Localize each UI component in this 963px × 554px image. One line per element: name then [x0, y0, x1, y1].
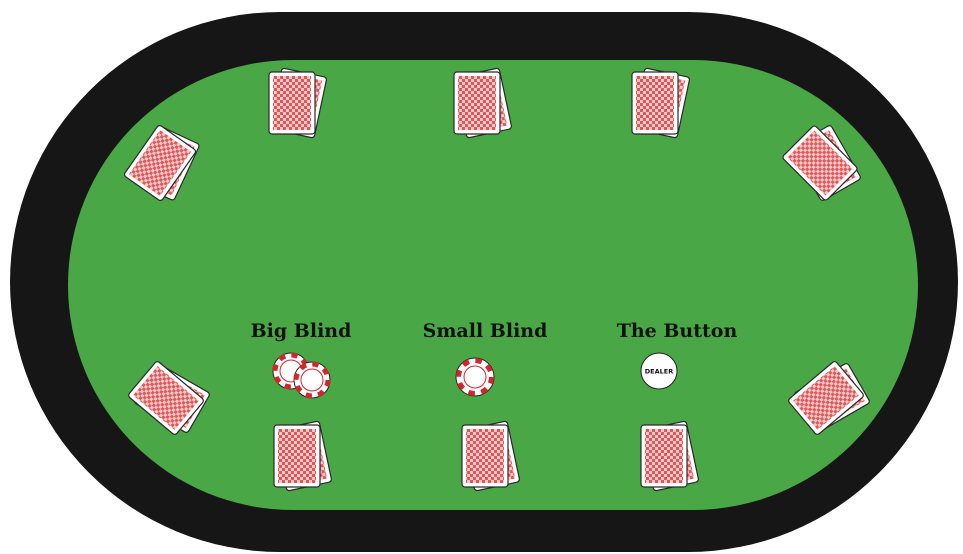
card-front — [462, 425, 508, 487]
card-front — [454, 72, 500, 134]
small-blind-label: Small Blind — [423, 320, 548, 342]
big-blind-chip-front — [294, 362, 330, 398]
card-front — [641, 425, 687, 487]
big-blind-label: Big Blind — [251, 320, 352, 342]
the-button-label: The Button — [617, 320, 738, 342]
dealer-button-text: DEALER — [645, 368, 673, 376]
card-front — [632, 72, 678, 134]
dealer-button: DEALER — [641, 353, 677, 389]
small-blind-chip — [456, 358, 494, 396]
card-front — [274, 425, 320, 487]
card-front — [269, 72, 315, 134]
